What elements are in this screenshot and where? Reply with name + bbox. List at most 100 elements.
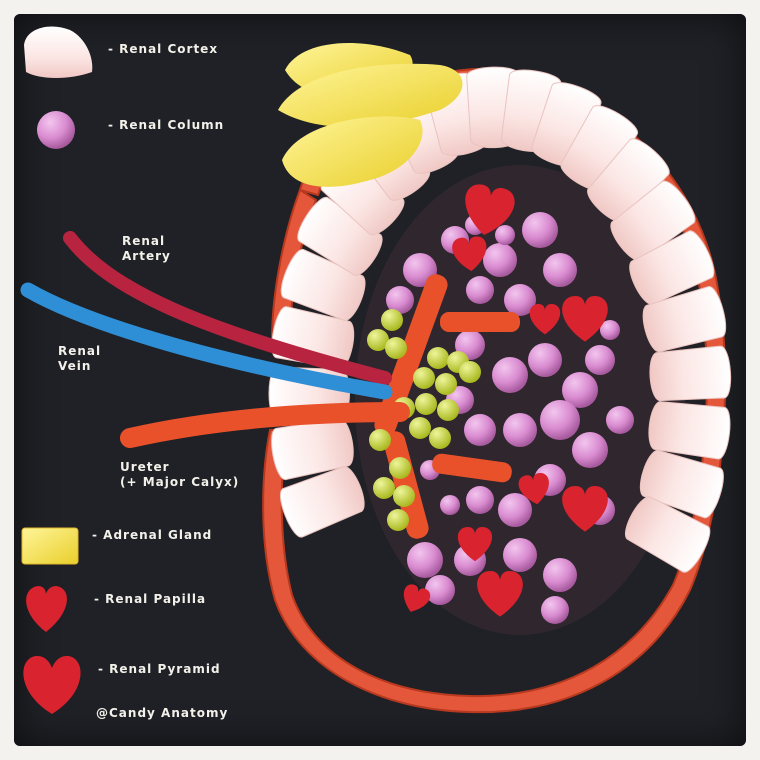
label-ureter-line1: Ureter xyxy=(120,460,170,474)
cortex-marshmallow-shape xyxy=(649,345,732,402)
pink-candy xyxy=(528,343,562,377)
heart-shape xyxy=(529,304,561,335)
renal-column-candies xyxy=(386,212,634,624)
red-heart-candy xyxy=(518,473,549,505)
red-heart-candy xyxy=(529,304,561,335)
cortex-marshmallow xyxy=(629,230,715,306)
cortex-marshmallow-shape xyxy=(624,496,711,573)
label-renal-artery: Renal Artery xyxy=(122,234,171,264)
red-heart-candy xyxy=(465,184,515,236)
heart-shape xyxy=(452,236,487,272)
cortex-marshmallow xyxy=(624,496,711,573)
cortex-marshmallow xyxy=(279,466,365,538)
legend-adrenal-icon xyxy=(21,527,79,565)
pink-candy xyxy=(466,276,494,304)
green-pea-candy xyxy=(413,367,435,389)
legend-cortex-icon xyxy=(24,26,93,78)
major-calyx-sticks xyxy=(374,274,520,539)
pink-candy xyxy=(503,538,537,572)
green-pea-candy xyxy=(429,427,451,449)
legend-pyramid-icon xyxy=(23,655,81,714)
pink-candy xyxy=(562,372,598,408)
heart-shape xyxy=(518,473,549,505)
renal-artery-licorice xyxy=(63,231,392,385)
pink-candy xyxy=(483,243,517,277)
pink-candy xyxy=(466,486,494,514)
adrenal-gland-candy xyxy=(278,43,463,187)
green-pea-candy xyxy=(367,329,389,351)
green-pea-candy xyxy=(393,485,415,507)
cortex-marshmallow xyxy=(610,180,696,262)
green-pea-candy xyxy=(409,417,431,439)
green-pea-candy xyxy=(459,361,481,383)
cortex-marshmallow-shape xyxy=(610,180,696,262)
label-renal-papilla: - Renal Papilla xyxy=(94,592,207,606)
red-heart-candy xyxy=(477,571,523,617)
green-pea-candy xyxy=(437,399,459,421)
pink-candy xyxy=(504,284,536,316)
pink-candy xyxy=(495,225,515,245)
cortex-marshmallow xyxy=(280,249,366,322)
green-pea-candy xyxy=(381,309,403,331)
label-renal-artery-line1: Renal xyxy=(122,234,166,248)
pink-candy xyxy=(440,495,460,515)
label-renal-vein: Renal Vein xyxy=(58,344,101,374)
cortex-marshmallow xyxy=(642,286,727,353)
green-pea-candy xyxy=(385,337,407,359)
cortex-marshmallow-shape xyxy=(279,466,365,538)
pink-candy xyxy=(386,286,414,314)
label-renal-artery-line2: Artery xyxy=(122,249,171,263)
cortex-marshmallow-shape xyxy=(629,230,715,306)
cortex-marshmallow xyxy=(648,401,731,460)
legend-column-icon xyxy=(37,111,75,149)
heart-shape xyxy=(465,184,515,236)
green-pea-candy xyxy=(427,347,449,369)
renal-pyramid-hearts xyxy=(403,184,608,617)
label-renal-vein-line1: Renal xyxy=(58,344,102,358)
pink-candy xyxy=(540,400,580,440)
pink-candy xyxy=(541,596,569,624)
renal-vein-licorice xyxy=(20,282,393,400)
green-pea-candy xyxy=(389,457,411,479)
label-renal-cortex: - Renal Cortex xyxy=(108,42,219,56)
heart-shape xyxy=(562,486,608,532)
label-ureter: Ureter (+ Major Calyx) xyxy=(120,460,239,490)
pea-candies xyxy=(367,309,481,531)
red-heart-candy xyxy=(403,584,431,612)
green-pea-candy xyxy=(369,429,391,451)
pink-candy xyxy=(464,414,496,446)
label-ureter-line2: (+ Major Calyx) xyxy=(120,475,240,489)
green-pea-candy xyxy=(387,509,409,531)
label-renal-vein-line2: Vein xyxy=(58,359,92,373)
pink-candy xyxy=(522,212,558,248)
heart-shape xyxy=(403,584,431,612)
pink-candy xyxy=(492,357,528,393)
cortex-marshmallow-shape xyxy=(648,401,731,460)
heart-shape xyxy=(562,296,608,342)
pink-candy xyxy=(543,253,577,287)
credit-candy-anatomy: @Candy Anatomy xyxy=(96,706,229,720)
label-renal-column: - Renal Column xyxy=(108,118,225,132)
red-heart-candy xyxy=(562,486,608,532)
label-adrenal-gland: - Adrenal Gland xyxy=(92,528,213,542)
red-heart-candy xyxy=(562,296,608,342)
label-renal-pyramid: - Renal Pyramid xyxy=(98,662,221,676)
pink-candy xyxy=(606,406,634,434)
cortex-marshmallow-shape xyxy=(280,249,366,322)
cortex-marshmallow-shape xyxy=(642,286,727,353)
green-pea-candy xyxy=(415,393,437,415)
ureter-licorice xyxy=(120,402,410,448)
pink-candy xyxy=(600,320,620,340)
pink-candy xyxy=(425,575,455,605)
pink-candy xyxy=(585,345,615,375)
cortex-marshmallow xyxy=(639,449,724,518)
heart-shape xyxy=(477,571,523,617)
pink-candy xyxy=(407,542,443,578)
pink-candy xyxy=(503,413,537,447)
heart-shape xyxy=(457,527,493,562)
green-pea-candy xyxy=(373,477,395,499)
red-heart-candy xyxy=(452,236,487,272)
legend-papilla-icon xyxy=(26,586,67,632)
